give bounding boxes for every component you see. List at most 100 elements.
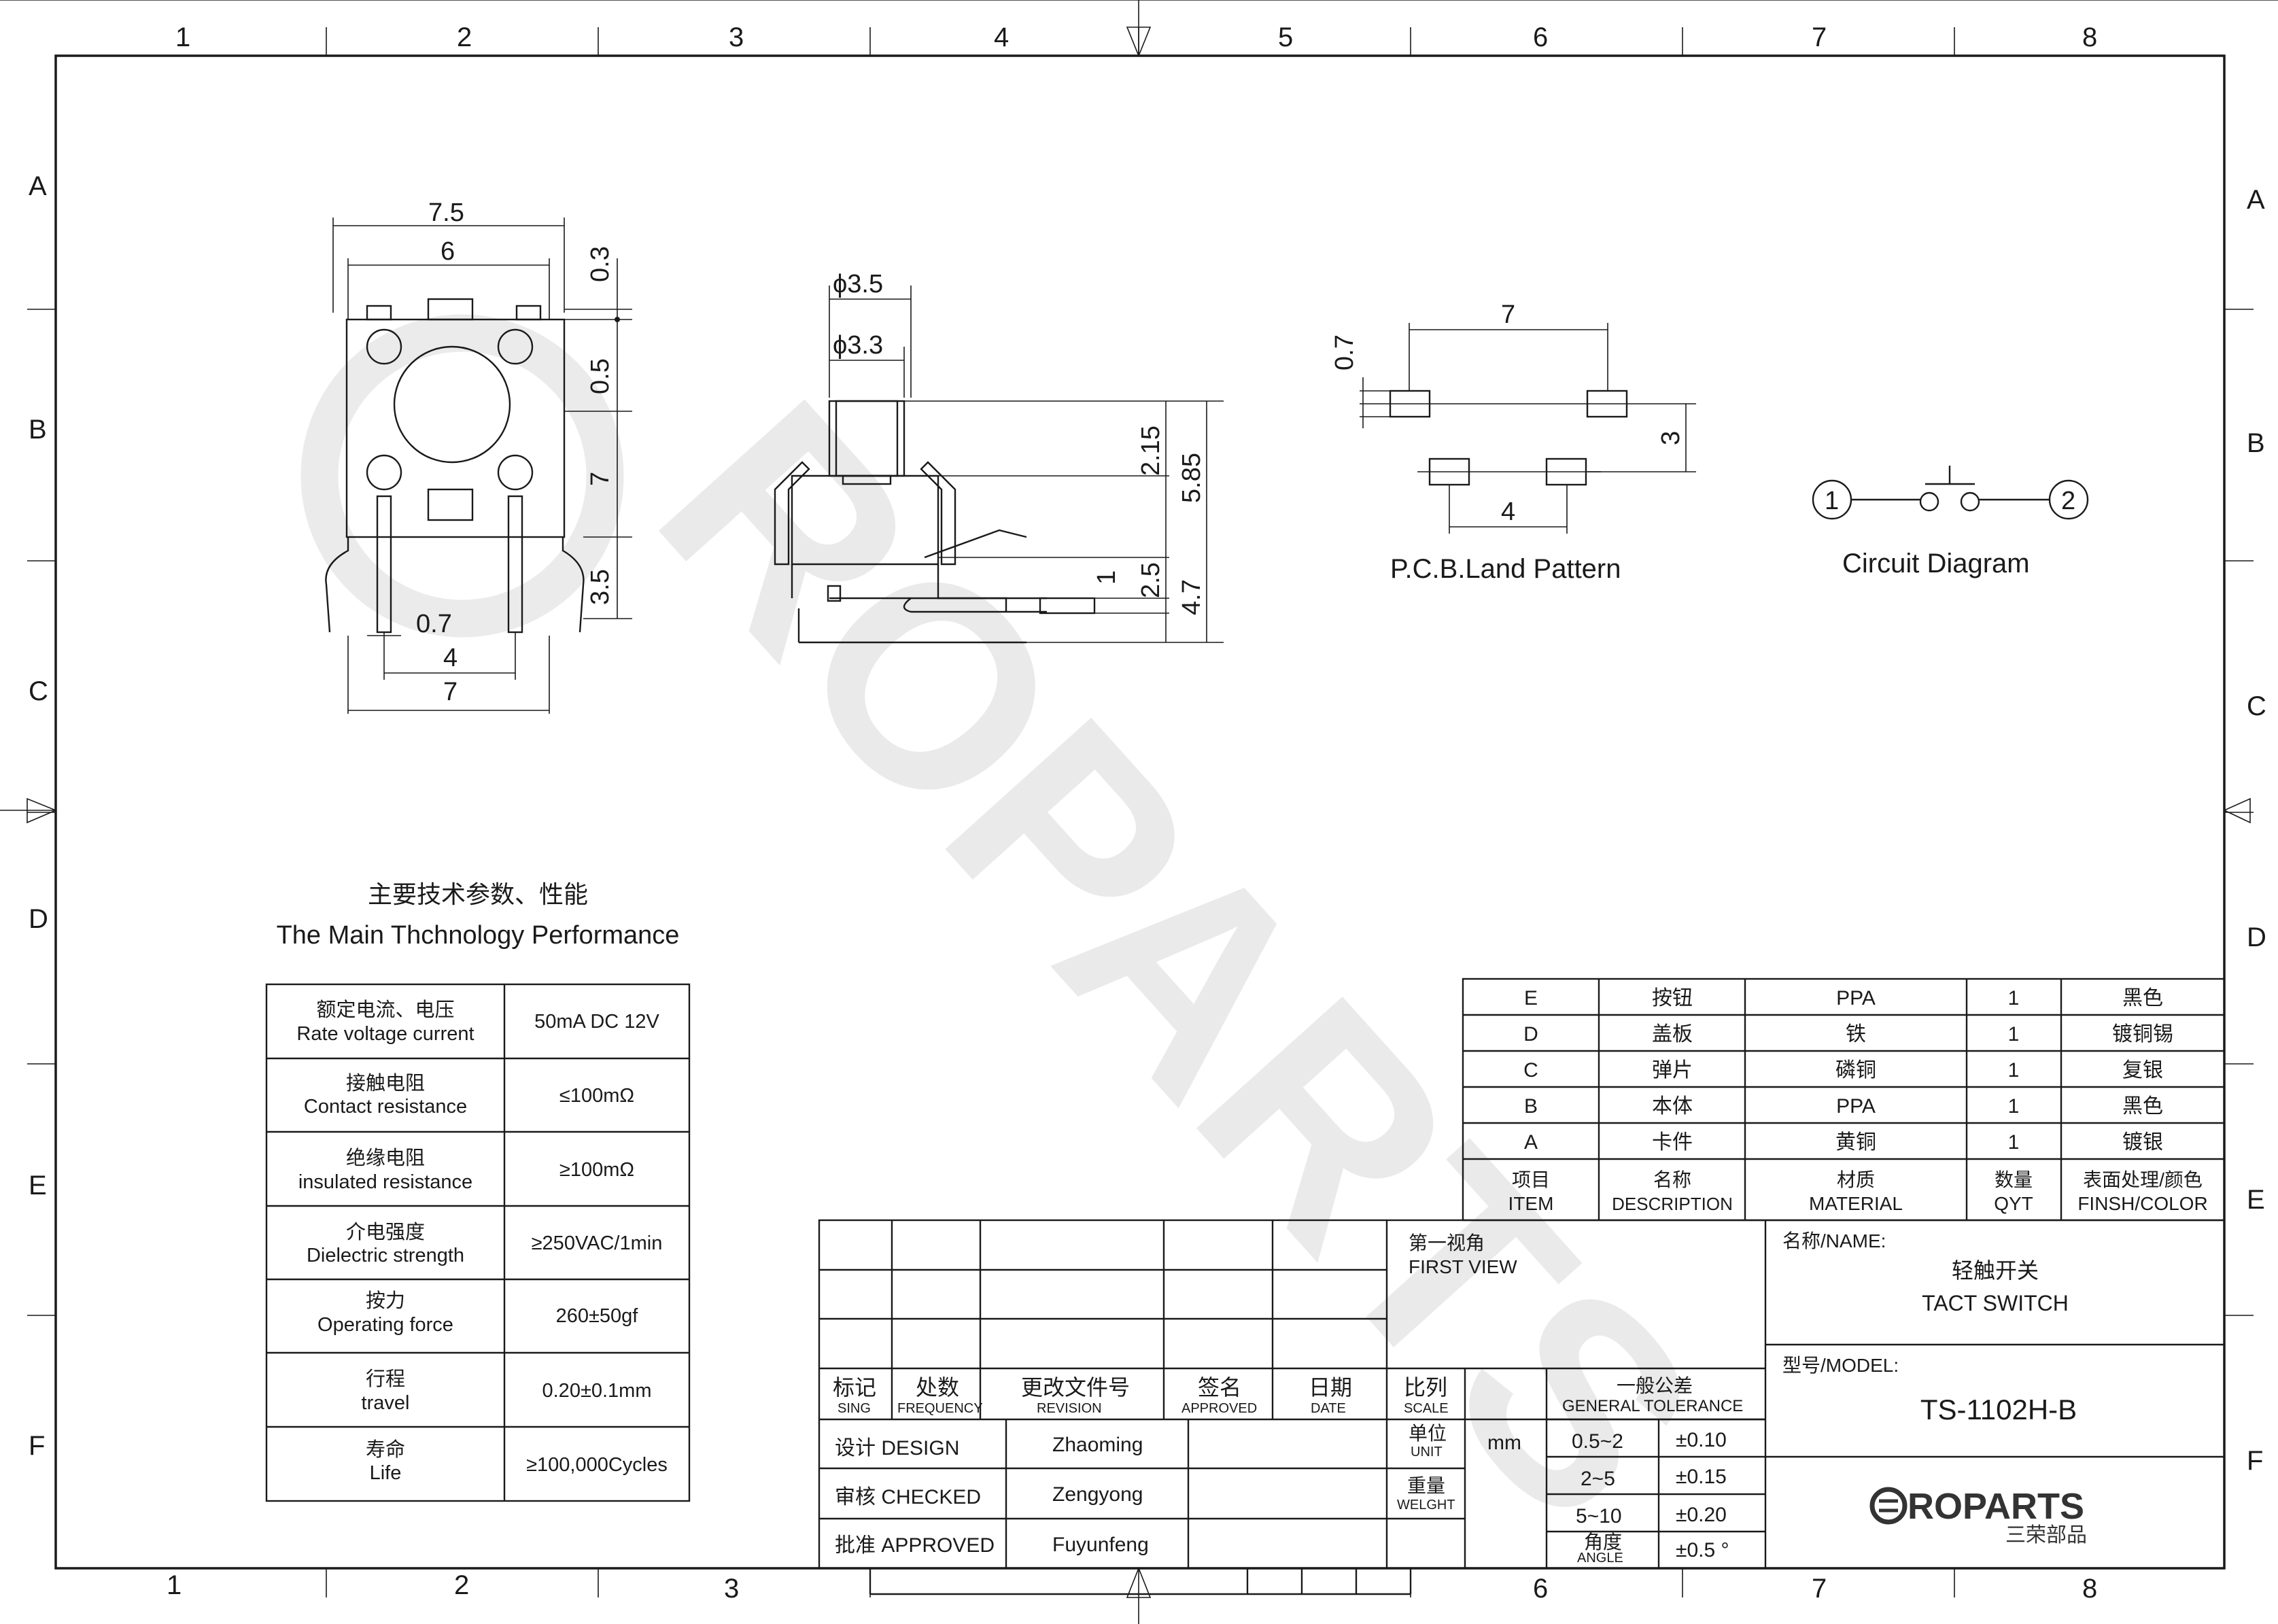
col-label-1: 1 — [175, 22, 190, 52]
rev-header-sing-cn: 标记 — [833, 1375, 876, 1400]
bom-row-b-finish: 黑色 — [2122, 1095, 2163, 1118]
bom-row-c-qty: 1 — [2008, 1059, 2020, 1082]
col-label-6: 6 — [1533, 22, 1548, 52]
col-label-1-bottom: 1 — [167, 1570, 182, 1600]
row-label-d: D — [29, 904, 48, 934]
performance-title-en: The Main Thchnology Performance — [277, 921, 680, 950]
bom-row-d-finish: 镀铜锡 — [2112, 1023, 2173, 1046]
perf-row-5-cn: 按力 — [366, 1290, 405, 1312]
bom-row-c-item: C — [1523, 1059, 1538, 1082]
dim-pcb-span: 7 — [1501, 300, 1515, 329]
bom-row-c-finish: 复银 — [2122, 1059, 2163, 1082]
bom-row-b-qty: 1 — [2008, 1095, 2020, 1118]
bom-row-e-finish: 黑色 — [2122, 987, 2163, 1009]
bom-header-qty-cn: 数量 — [1995, 1169, 2033, 1190]
col-label-3-bottom: 3 — [724, 1574, 739, 1604]
perf-row-3-en: insulated resistance — [298, 1171, 472, 1193]
col-label-7: 7 — [1812, 22, 1827, 52]
perf-row-5-en: Operating force — [317, 1314, 453, 1336]
pcb-land-pattern: 0.7 7 3 4 P.C.B.Land Pattern — [1330, 300, 1696, 584]
row-label-f-right: F — [2247, 1446, 2263, 1476]
rev-header-approved-cn: 签名 — [1198, 1375, 1241, 1400]
bom-row-d-desc: 盖板 — [1652, 1023, 1693, 1046]
row-label-d-right: D — [2247, 922, 2266, 952]
checked-label: 审核 CHECKED — [835, 1486, 981, 1508]
row-label-a-right: A — [2247, 185, 2265, 215]
perf-row-4-en: Dielectric strength — [307, 1245, 464, 1266]
tolerance-value-2: ±0.15 — [1676, 1466, 1727, 1488]
bom-header-desc-cn: 名称 — [1653, 1169, 1691, 1190]
bom-row-a-material: 黄铜 — [1835, 1131, 1876, 1154]
bom-row-b-desc: 本体 — [1652, 1095, 1693, 1118]
col-label-8: 8 — [2082, 22, 2097, 52]
dim-front-leg: 3.5 — [586, 569, 615, 605]
row-label-b: B — [29, 415, 47, 445]
title-block: 标记 SING 处数 FREQUENCY 更改文件号 REVISION 签名 A… — [818, 1219, 2226, 1595]
model-number: TS-1102H-B — [1920, 1394, 2077, 1426]
circuit-title: Circuit Diagram — [1842, 549, 2030, 578]
col-label-6-bottom: 6 — [1533, 1574, 1548, 1604]
product-name-en: TACT SWITCH — [1922, 1291, 2069, 1315]
angle-cn: 角度 — [1584, 1532, 1622, 1553]
perf-row-7-value: ≥100,000Cycles — [526, 1454, 668, 1476]
bom-row-a-finish: 镀银 — [2122, 1131, 2163, 1154]
angle-en: ANGLE — [1577, 1551, 1623, 1566]
dim-side-stem: 2.15 — [1137, 426, 1165, 476]
row-label-a: A — [29, 171, 47, 201]
dim-side-one: 1 — [1092, 570, 1121, 585]
first-view-en: FIRST VIEW — [1409, 1256, 1517, 1277]
tolerance-range-3: 5~10 — [1576, 1505, 1622, 1527]
bom-table: E 按钮 PPA 1 黑色 D 盖板 铁 1 镀铜锡 C 弹片 磷铜 1 复银 … — [1462, 978, 2226, 1222]
perf-row-1-value: 50mA DC 12V — [534, 1011, 659, 1033]
unit-en: UNIT — [1411, 1445, 1443, 1459]
performance-title-cn: 主要技术参数、性能 — [368, 880, 588, 908]
bom-row-b-item: B — [1524, 1095, 1538, 1118]
perf-row-1-cn: 额定电流、电压 — [316, 999, 454, 1021]
first-view-cn: 第一视角 — [1409, 1232, 1485, 1254]
dim-side-phi-outer: ϕ3.5 — [833, 270, 883, 298]
dim-pcb-vertical: 3 — [1657, 431, 1685, 445]
unit-value: mm — [1487, 1432, 1521, 1454]
dim-side-phi-inner: ϕ3.3 — [833, 331, 883, 360]
perf-row-4-value: ≥250VAC/1min — [532, 1232, 663, 1254]
perf-row-3-value: ≥100mΩ — [559, 1159, 634, 1181]
bom-row-e-qty: 1 — [2008, 987, 2020, 1009]
rev-header-revision-en: REVISION — [1037, 1401, 1102, 1416]
bom-header-finish-cn: 表面处理/颜色 — [2083, 1169, 2203, 1190]
bom-header-material-cn: 材质 — [1837, 1169, 1875, 1190]
row-label-b-right: B — [2247, 428, 2265, 458]
dim-side-body: 4.7 — [1177, 579, 1206, 615]
circuit-pin-2: 2 — [2061, 487, 2075, 515]
bom-header-material-en: MATERIAL — [1809, 1193, 1903, 1214]
watermark-text: ROPARTS — [600, 344, 1757, 1579]
dim-front-width-total: 7.5 — [428, 198, 464, 227]
tolerance-range-1: 0.5~2 — [1572, 1430, 1623, 1453]
row-label-c-right: C — [2247, 691, 2266, 721]
perf-row-1-en: Rate voltage current — [296, 1023, 474, 1045]
perf-row-6-value: 0.20±0.1mm — [542, 1380, 652, 1402]
tolerance-cn: 一般公差 — [1617, 1375, 1693, 1396]
perf-row-3-cn: 绝缘电阻 — [346, 1147, 425, 1169]
bom-row-c-material: 磷铜 — [1835, 1059, 1876, 1082]
col-label-8-bottom: 8 — [2082, 1574, 2097, 1604]
bom-header-finish-en: FINSH/COLOR — [2077, 1193, 2207, 1214]
bom-row-e-material: PPA — [1836, 987, 1876, 1009]
bom-row-b-material: PPA — [1836, 1095, 1876, 1118]
performance-table — [265, 983, 691, 1502]
design-label: 设计 DESIGN — [835, 1437, 959, 1459]
weight-en: WELGHT — [1397, 1498, 1455, 1513]
rev-header-revision-cn: 更改文件号 — [1021, 1375, 1130, 1400]
dim-front-top-offset: 0.3 — [586, 246, 615, 282]
weight-cn: 重量 — [1407, 1475, 1445, 1496]
checked-name: Zengyong — [1052, 1483, 1143, 1506]
rev-header-date-en: DATE — [1311, 1401, 1346, 1416]
bom-row-d-qty: 1 — [2008, 1023, 2020, 1046]
approved-label: 批准 APPROVED — [835, 1534, 995, 1557]
dim-front-bottom-width: 7 — [443, 678, 458, 706]
pcb-title: P.C.B.Land Pattern — [1390, 554, 1621, 584]
dim-side-two: 2.5 — [1137, 562, 1165, 598]
perf-row-7-en: Life — [370, 1462, 402, 1484]
bom-row-e-item: E — [1524, 987, 1538, 1009]
dim-pcb-pad: 0.7 — [1330, 334, 1359, 370]
